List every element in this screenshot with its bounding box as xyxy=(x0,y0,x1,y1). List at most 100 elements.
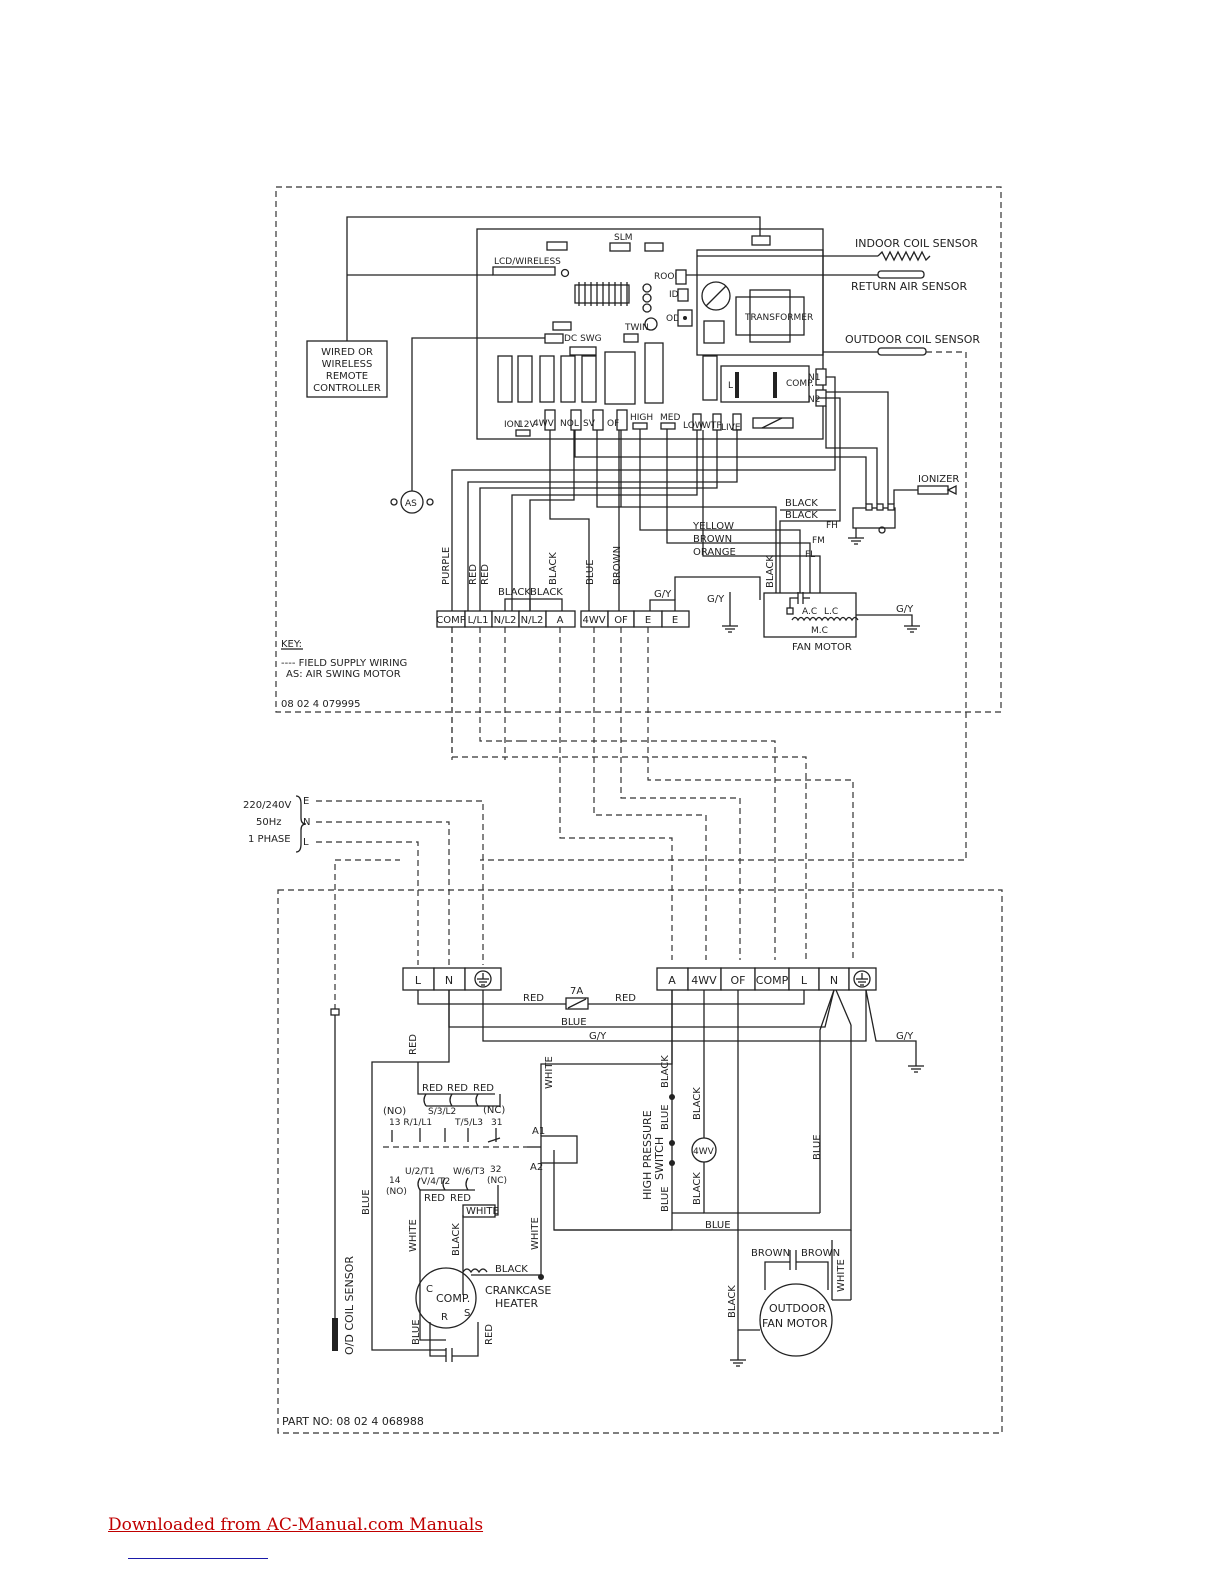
contactor-t31: 31 xyxy=(491,1118,502,1128)
wire-fh: FH xyxy=(826,521,838,531)
return-air-sensor xyxy=(877,270,925,279)
field-supply-wiring xyxy=(451,627,854,960)
svg-text:LOW: LOW xyxy=(683,421,704,431)
indoor-coil-sensor xyxy=(877,250,931,262)
transformer-label: TRANSFORMER xyxy=(744,313,813,323)
out-wire-red-3: RED xyxy=(473,1083,494,1094)
out-wire-blue: BLUE xyxy=(561,1017,587,1028)
wire-brown: BROWN xyxy=(693,534,732,545)
out-wire-black-fan: BLACK xyxy=(727,1285,738,1318)
out-wire-brown-2: BROWN xyxy=(801,1248,840,1259)
supply-e: E xyxy=(303,796,309,807)
remote-line-2: WIRELESS xyxy=(322,359,373,370)
contactor-vt2: V/4/T2 xyxy=(421,1177,450,1187)
wire-gy-3: G/Y xyxy=(896,604,914,615)
out-wire-black-v1: BLACK xyxy=(660,1055,671,1088)
indoor-terminal-4wv: 4WV xyxy=(582,615,605,626)
twin-label: TWIN xyxy=(624,323,649,333)
crankcase-label-1: CRANKCASE xyxy=(485,1284,551,1297)
dc-swg-label: DC SWG xyxy=(564,334,602,344)
contactor-tl3: T/5/L3 xyxy=(454,1118,483,1128)
contactor-nc2: (NC) xyxy=(487,1176,507,1186)
outdoor-coil-sensor xyxy=(877,347,927,356)
out-wire-red-a: RED xyxy=(523,993,544,1004)
od-coil-sensor xyxy=(332,1318,338,1351)
id-label: ID xyxy=(669,290,679,300)
out-wire-red-2: RED xyxy=(447,1083,468,1094)
outdoor-terminal-n: N xyxy=(445,974,453,987)
out-wire-blue-h: BLUE xyxy=(705,1220,731,1231)
fan-lc-label: L.C xyxy=(824,607,838,617)
wire-red-1: RED xyxy=(468,564,479,585)
indoor-terminal-e-2: E xyxy=(672,615,678,626)
out-wire-brown-1: BROWN xyxy=(751,1248,790,1259)
remote-line-3: REMOTE xyxy=(326,371,368,382)
wire-blue-v: BLUE xyxy=(585,559,596,585)
fan-ac-label: A.C xyxy=(802,607,817,617)
footer-rule xyxy=(128,1558,268,1559)
indoor-terminal-comp: COMP xyxy=(436,615,466,626)
l-relay-label: L xyxy=(728,381,733,391)
outdoor-coil-sensor-label: OUTDOOR COIL SENSOR xyxy=(845,333,980,346)
hps-label-2: SWITCH xyxy=(653,1137,666,1180)
outdoor-terminal-n2: N xyxy=(830,974,838,987)
ionizer-label: IONIZER xyxy=(918,474,959,485)
wire-black-bb1: BLACK xyxy=(498,587,531,598)
remote-controller-box xyxy=(306,340,388,398)
wire-black-1: BLACK xyxy=(785,498,818,509)
key-title: KEY: xyxy=(281,639,302,650)
indoor-unit-boundary xyxy=(275,186,1002,713)
wire-yellow: YELLOW xyxy=(692,521,734,532)
key-air-swing: AS: AIR SWING MOTOR xyxy=(286,669,401,680)
remote-line-4: CONTROLLER xyxy=(313,383,381,394)
out-wire-blue-left: BLUE xyxy=(361,1189,372,1215)
out-wire-red-b: RED xyxy=(615,993,636,1004)
lcd-label: LCD/WIRELESS xyxy=(494,257,561,267)
compressor-r: R xyxy=(441,1312,448,1323)
fan-motor-label: FAN MOTOR xyxy=(792,642,852,653)
out-wire-black-heater: BLACK xyxy=(495,1264,528,1275)
outdoor-part-number: PART NO: 08 02 4 068988 xyxy=(282,1415,424,1428)
out-wire-white-v: WHITE xyxy=(544,1056,555,1089)
four-way-valve-label: 4WV xyxy=(693,1147,715,1157)
download-source-link[interactable]: Downloaded from AC-Manual.com Manuals xyxy=(108,1515,484,1535)
od-label: OD xyxy=(666,314,680,324)
svg-text:SV: SV xyxy=(583,419,596,429)
out-wire-blue-right: BLUE xyxy=(812,1134,823,1160)
n1-label: N1 xyxy=(808,373,820,383)
remote-line-1: WIRED OR xyxy=(321,347,373,358)
wire-black-bb2: BLACK xyxy=(530,587,563,598)
crankcase-label-2: HEATER xyxy=(495,1297,539,1310)
contactor-a1: A1 xyxy=(532,1126,545,1137)
svg-text:4WV: 4WV xyxy=(533,419,555,429)
od-coil-sensor-label: O/D COIL SENSOR xyxy=(343,1256,356,1355)
indoor-terminal-l-l1: L/L1 xyxy=(468,615,489,626)
svg-text:HIGH: HIGH xyxy=(630,413,653,423)
out-wire-black-compressor: BLACK xyxy=(451,1223,462,1256)
outdoor-left-terminal-block: L N xyxy=(402,967,502,991)
return-air-sensor-label: RETURN AIR SENSOR xyxy=(851,280,967,293)
out-wire-red-1: RED xyxy=(422,1083,443,1094)
svg-text:NOL: NOL xyxy=(560,419,579,429)
crankcase-heater-coil xyxy=(462,1268,488,1274)
supply-n: N xyxy=(303,817,310,828)
contactor-t13: 13 R/1/L1 xyxy=(389,1118,432,1128)
indoor-terminal-n-l2-a: N/L2 xyxy=(494,615,517,626)
contactor-t32: 32 xyxy=(490,1165,501,1175)
contactor-no: (NO) xyxy=(383,1106,406,1117)
svg-text:WTP: WTP xyxy=(702,421,722,431)
wire-orange: ORANGE xyxy=(693,547,736,558)
svg-text:ION: ION xyxy=(504,420,520,430)
outdoor-terminal-l2: L xyxy=(801,974,808,987)
outdoor-fan-label-2: FAN MOTOR xyxy=(762,1317,828,1330)
svg-text:MED: MED xyxy=(660,413,680,423)
wire-gy-1: G/Y xyxy=(654,589,672,600)
svg-text:LIVE: LIVE xyxy=(721,423,741,433)
contactor-a2: A2 xyxy=(530,1162,543,1173)
supply-l: L xyxy=(303,837,309,848)
ground-terminal-left-icon xyxy=(474,970,492,988)
wire-fm: FM xyxy=(812,536,825,546)
svg-text:12V: 12V xyxy=(518,420,536,430)
indoor-coil-sensor-label: INDOOR COIL SENSOR xyxy=(855,237,978,250)
